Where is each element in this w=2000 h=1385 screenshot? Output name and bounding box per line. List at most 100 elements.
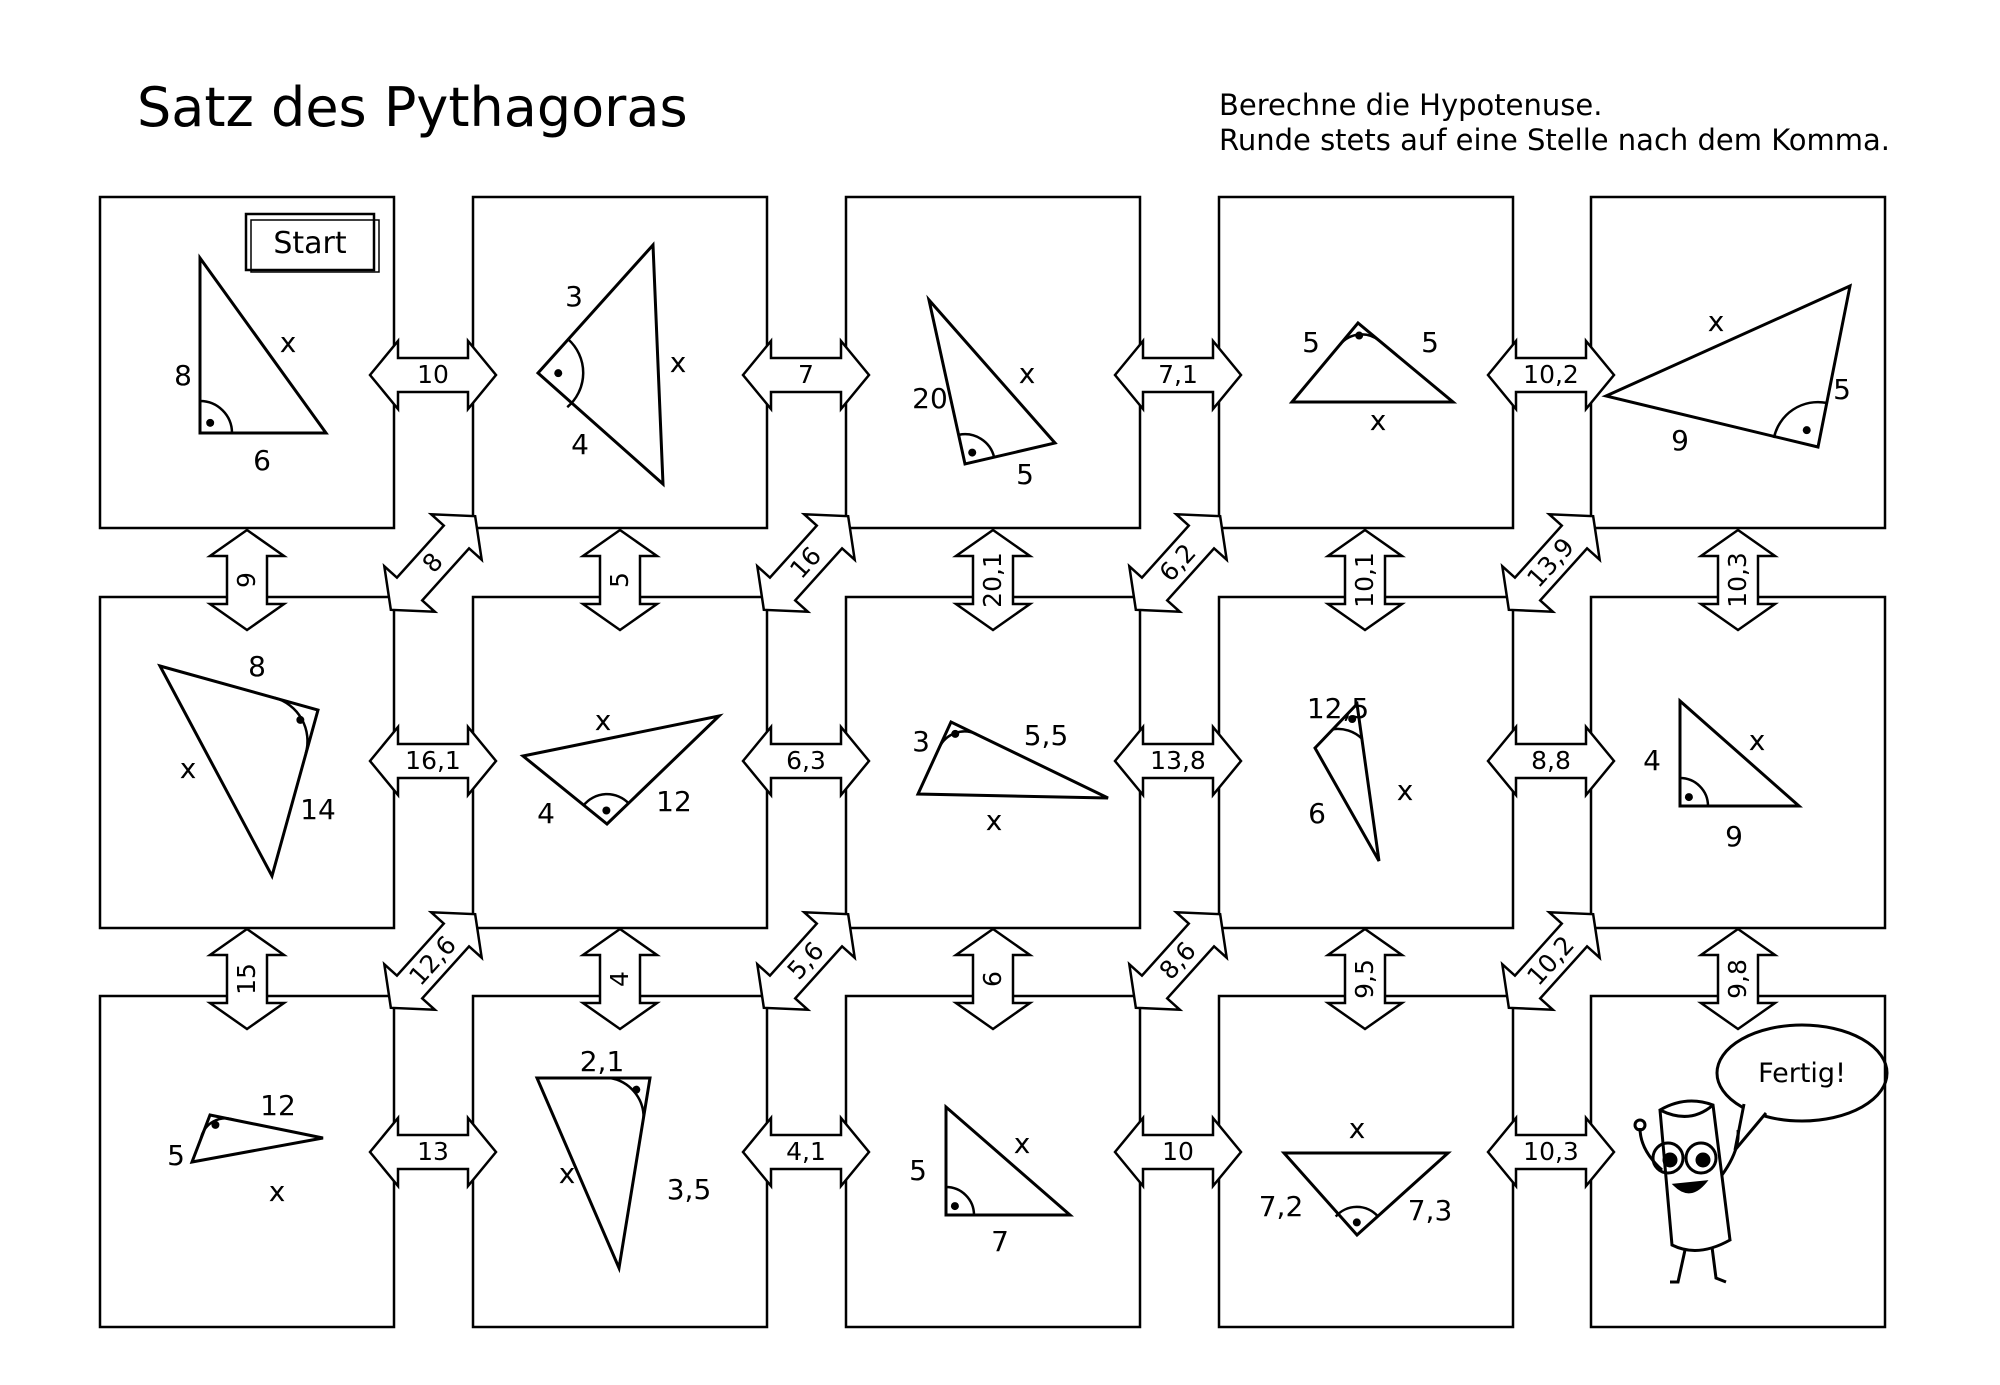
side-label: x	[595, 704, 612, 737]
answer-arrow: 10,3	[1699, 528, 1777, 632]
arrow-answer-label: 6	[978, 971, 1007, 987]
mascot-right-leg	[1710, 1246, 1727, 1284]
side-label: 2,1	[580, 1045, 625, 1078]
answer-arrow: 16	[737, 492, 875, 634]
mascot-left-arm	[1638, 1127, 1664, 1172]
right-angle-arc	[609, 1076, 645, 1118]
puzzle-box	[471, 595, 769, 930]
answer-arrow: 6,3	[741, 725, 871, 797]
arrow-answer-label: 10,3	[1723, 552, 1752, 608]
arrow-answer-label: 16,1	[405, 746, 461, 775]
arrow-answer-label: 10,3	[1523, 1137, 1579, 1166]
puzzle-box	[1589, 195, 1887, 530]
answer-arrow: 10,1	[1326, 528, 1404, 632]
side-label: 5	[167, 1139, 185, 1172]
arrow-answer-label: 7	[798, 360, 814, 389]
answer-arrow: 10	[1113, 1116, 1243, 1188]
triangle-5: x59	[1601, 283, 1853, 457]
right-angle-arc	[1332, 727, 1363, 740]
triangle-shape	[157, 663, 320, 881]
side-label: 3	[565, 280, 583, 313]
answer-arrow: 9,5	[1326, 927, 1404, 1031]
mascot-right-arm	[1720, 1129, 1740, 1176]
puzzle-box	[844, 195, 1142, 530]
answer-arrow: 7	[741, 339, 871, 411]
puzzle-box	[1217, 195, 1515, 530]
puzzle-grid	[98, 195, 1887, 1329]
answer-arrow: 13,8	[1113, 725, 1243, 797]
puzzle-box	[1589, 994, 1887, 1329]
right-angle-dot	[206, 418, 215, 427]
triangle-shape	[1288, 320, 1458, 404]
side-label: x	[559, 1157, 576, 1190]
puzzle-box	[844, 994, 1142, 1329]
answer-arrow: 8,6	[1109, 890, 1247, 1032]
triangle-shape	[1280, 1151, 1452, 1238]
side-label: 3	[912, 725, 930, 758]
arrow-answer-label: 13,8	[1150, 746, 1206, 775]
right-angle-dot	[211, 1120, 220, 1129]
side-label: 7	[991, 1225, 1009, 1258]
side-label: x	[180, 752, 197, 785]
triangle-1: 8x6	[174, 253, 329, 477]
right-angle-arc	[1334, 1205, 1379, 1218]
right-angle-arc	[1772, 400, 1827, 439]
arrow-answer-label: 15	[232, 963, 261, 995]
puzzle-box	[98, 994, 396, 1329]
arrow-answer-label: 10,2	[1523, 360, 1579, 389]
mascot-top	[1659, 1103, 1714, 1118]
side-label: 9	[1725, 820, 1743, 853]
right-angle-dot	[1355, 331, 1364, 340]
answer-arrow: 6	[954, 927, 1032, 1031]
triangle-shape	[944, 1103, 1075, 1217]
triangle-shape	[535, 241, 665, 488]
side-label: 5	[1833, 373, 1851, 406]
right-angle-dot	[1802, 426, 1811, 435]
answer-arrow: 10,3	[1486, 1116, 1616, 1188]
answer-arrow: 10,2	[1482, 890, 1620, 1032]
side-label: 7,3	[1408, 1194, 1453, 1227]
triangle-shape	[189, 1113, 324, 1164]
triangle-13: 5x7	[909, 1103, 1075, 1258]
side-label: 5	[1421, 326, 1439, 359]
side-label: 12	[260, 1089, 296, 1122]
arrow-answer-label: 9,8	[1723, 959, 1752, 999]
side-label: 20	[912, 382, 948, 415]
instruction-line-1: Berechne die Hypotenuse.	[1219, 88, 1602, 122]
side-label: x	[986, 804, 1003, 837]
arrow-answer-label: 9,5	[1350, 959, 1379, 999]
answer-arrow: 9	[208, 528, 286, 632]
puzzle-box	[1217, 994, 1515, 1329]
right-angle-dot	[968, 448, 977, 457]
side-label: x	[1370, 404, 1387, 437]
triangle-11: 5 12 x	[167, 1089, 324, 1208]
side-label: 5	[1016, 458, 1034, 491]
answer-arrow: 10	[368, 339, 498, 411]
side-label: x	[1749, 724, 1766, 757]
answer-arrow: 10,2	[1486, 339, 1616, 411]
arrow-answer-label: 6,3	[786, 746, 826, 775]
right-angle-arc	[958, 433, 996, 458]
mascot-left-pupil	[1662, 1152, 1678, 1168]
side-label: x	[1019, 357, 1036, 390]
answer-arrow: 15	[208, 927, 286, 1031]
right-angle-arc	[945, 1185, 976, 1216]
instruction-line-2: Runde stets auf eine Stelle nach dem Kom…	[1219, 123, 1890, 157]
right-angle-dot	[632, 1085, 641, 1094]
right-angle-dot	[950, 1202, 959, 1211]
side-label: x	[269, 1175, 286, 1208]
triangle-10: 4 x 9	[1643, 697, 1803, 853]
answer-arrow: 20,1	[954, 528, 1032, 632]
side-label: 4	[1643, 744, 1661, 777]
side-label: 14	[300, 793, 336, 826]
triangle-shape	[1313, 700, 1381, 862]
right-angle-dot	[1352, 1218, 1361, 1227]
side-label: x	[670, 346, 687, 379]
start-label-box: Start	[244, 212, 380, 273]
right-angle-arc	[199, 399, 234, 434]
